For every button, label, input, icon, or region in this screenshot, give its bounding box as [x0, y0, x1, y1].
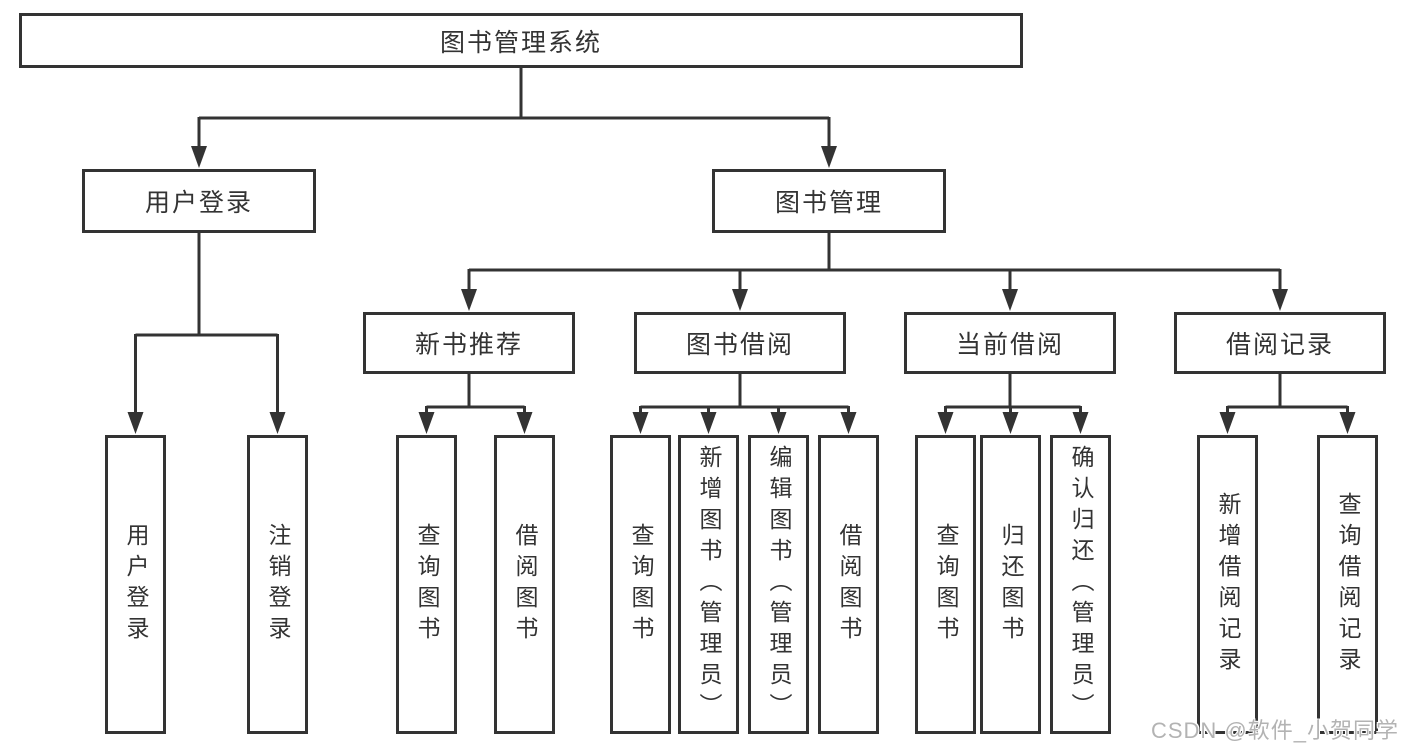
leaf-add-borrow-record: 新增借阅记录	[1197, 435, 1258, 734]
leaf-user-login-label: 用户登录	[123, 522, 149, 647]
leaf-add-book-admin-label: 新增图书（管理员）	[696, 445, 722, 724]
leaf-query-books-borrowing: 查询图书	[610, 435, 671, 734]
leaf-edit-book-admin-label: 编辑图书（管理员）	[766, 445, 792, 724]
leaf-borrow-books-label: 借阅图书	[836, 522, 862, 647]
leaf-borrow-books-recommend-label: 借阅图书	[512, 522, 538, 647]
leaf-borrow-books-recommend: 借阅图书	[494, 435, 555, 734]
csdn-watermark: CSDN @软件_小贺同学	[1150, 718, 1399, 743]
leaf-confirm-return-admin-label: 确认归还（管理员）	[1068, 445, 1094, 724]
leaf-add-book-admin: 新增图书（管理员）	[678, 435, 739, 734]
leaf-add-borrow-record-label: 新增借阅记录	[1215, 491, 1241, 678]
leaf-logout-login: 注销登录	[247, 435, 308, 734]
leaf-user-login: 用户登录	[105, 435, 166, 734]
node-book-management: 图书管理	[712, 169, 946, 233]
leaf-confirm-return-admin: 确认归还（管理员）	[1050, 435, 1111, 734]
leaf-borrow-books: 借阅图书	[818, 435, 879, 734]
node-root: 图书管理系统	[19, 13, 1023, 68]
leaf-query-books-borrowing-label: 查询图书	[628, 522, 654, 647]
node-book-borrowing: 图书借阅	[634, 312, 846, 374]
node-borrow-records: 借阅记录	[1174, 312, 1386, 374]
node-current-borrowing: 当前借阅	[904, 312, 1116, 374]
node-new-book-recommend: 新书推荐	[363, 312, 575, 374]
leaf-query-books-recommend-label: 查询图书	[414, 522, 440, 647]
leaf-return-book-label: 归还图书	[998, 522, 1024, 647]
leaf-edit-book-admin: 编辑图书（管理员）	[748, 435, 809, 734]
leaf-query-borrow-record-label: 查询借阅记录	[1335, 491, 1361, 678]
leaf-return-book: 归还图书	[980, 435, 1041, 734]
leaf-logout-login-label: 注销登录	[265, 522, 291, 647]
arrowheads	[127, 146, 1356, 434]
node-user-login: 用户登录	[82, 169, 316, 233]
leaf-query-books-current-label: 查询图书	[933, 522, 959, 647]
leaf-query-borrow-record: 查询借阅记录	[1317, 435, 1378, 734]
leaf-query-books-current: 查询图书	[915, 435, 976, 734]
leaf-query-books-recommend: 查询图书	[396, 435, 457, 734]
